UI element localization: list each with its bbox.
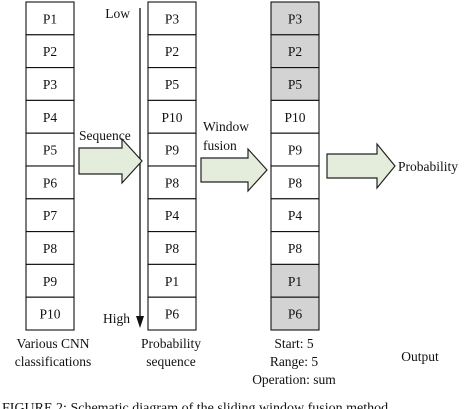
input-caption-line1: Various CNN [16,336,89,351]
input-caption-line2: classifications [15,354,91,369]
sorted-cell-label: P3 [165,11,180,26]
sorted-cell-label: P8 [165,241,180,256]
sorted-cell-label: P6 [165,307,180,322]
input-cell [25,231,75,265]
sequence-arrow [78,137,143,185]
window-fusion-label-line2: fusion [203,138,237,153]
input-cell-label: P5 [43,143,58,158]
window-cell-label: P9 [288,143,303,158]
window-cell-label: P6 [288,307,303,322]
window-cell-label: P8 [288,241,303,256]
input-cell-label: P9 [43,274,58,289]
axis-low-label: Low [105,6,130,21]
input-cell-label: P7 [43,208,58,223]
window-cell-label: P5 [288,77,303,92]
window-caption-range: Range: 5 [270,354,319,369]
input-cell-label: P8 [43,241,58,256]
sorted-cell-label: P8 [165,175,180,190]
sorted-cell [147,296,197,331]
sorted-cell [147,132,197,167]
axis-high-label: High [103,311,130,326]
input-cell-label: P1 [43,11,57,26]
window-cell [270,165,320,200]
sorted-caption-line1: Probability [141,336,201,351]
window-cell [270,99,320,134]
window-caption-start: Start: 5 [274,336,314,351]
window-cell [270,132,320,167]
sorted-cell-label: P1 [165,274,179,289]
probability-axis-arrowhead [136,316,144,328]
window-fusion-arrow [200,147,268,193]
sorted-caption-line2: sequence [146,354,195,369]
window-cell-label: P8 [288,175,303,190]
sorted-cell [147,67,197,101]
input-cell-label: P6 [43,175,58,190]
window-cell [270,263,320,298]
sorted-cell-label: P9 [165,143,180,158]
figure-caption-fragment: FIGURE 2: Schematic diagram of the slidi… [2,401,392,409]
window-fusion-label-line1: Window [203,119,249,134]
input-cell [25,165,75,200]
sorted-cell-label: P5 [165,77,180,92]
window-cell [270,231,320,265]
sequence-arrow-label: Sequence [79,128,131,143]
sorted-cell [147,263,197,298]
window-cell-label: P4 [288,208,303,223]
input-cell-label: P2 [43,44,57,59]
sorted-cell [147,34,197,69]
window-cell [270,296,320,331]
window-cell [270,198,320,233]
input-cell-label: P3 [43,77,58,92]
probability-output-label: Probability [398,159,458,174]
sorted-cell [147,231,197,265]
window-cell-label: P2 [288,44,302,59]
sorted-cell-label: P2 [165,44,179,59]
window-cell-label: P3 [288,11,303,26]
input-cell [25,296,75,331]
window-cell-label: P10 [284,110,305,125]
sorted-cell-label: P4 [165,208,180,223]
sorted-cell [147,1,197,36]
output-arrow [326,142,396,190]
sorted-cell-label: P10 [161,110,182,125]
input-cell-label: P10 [39,307,60,322]
sorted-cell [147,99,197,134]
output-caption: Output [401,349,439,364]
input-cell [25,34,75,69]
input-cell [25,99,75,134]
window-cell-label: P1 [288,274,302,289]
window-caption-operation: Operation: sum [252,372,336,387]
input-cell-label: P4 [43,110,58,125]
input-cell [25,1,75,36]
